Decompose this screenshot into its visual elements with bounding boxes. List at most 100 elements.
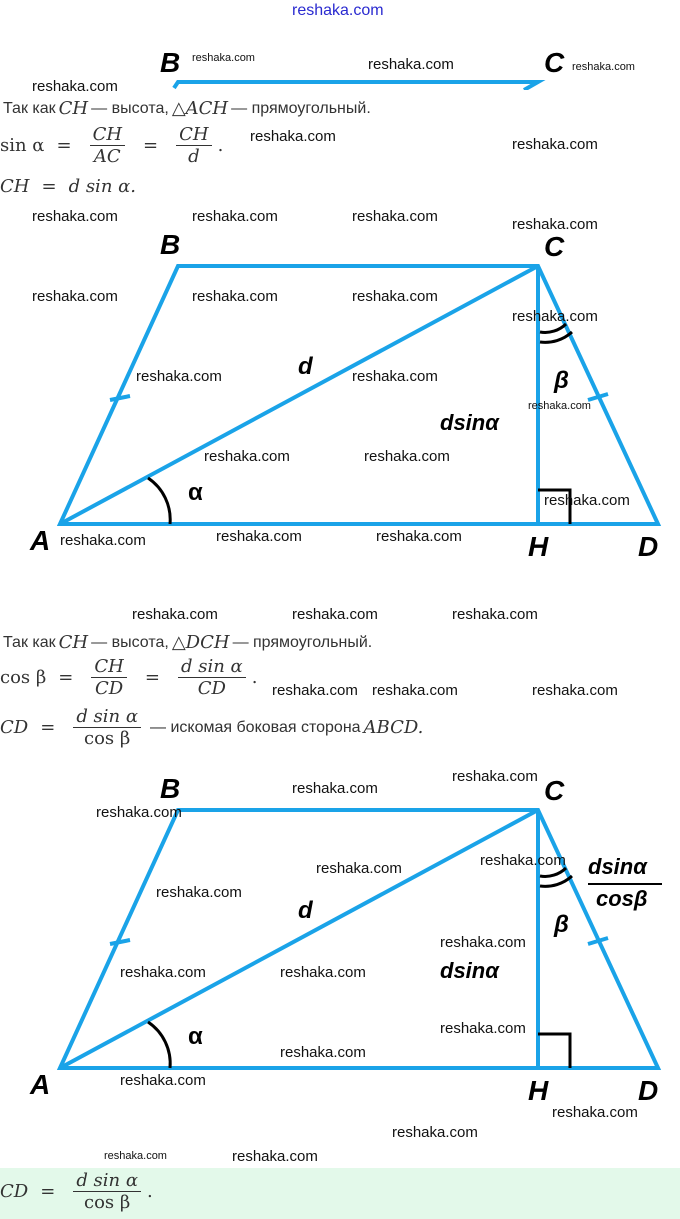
label-d: D bbox=[638, 531, 658, 562]
text: — прямоугольный. bbox=[231, 99, 371, 117]
angle-beta-arc-1 bbox=[539, 322, 568, 334]
label-b: B bbox=[160, 773, 180, 804]
label-d-diagonal: d bbox=[298, 897, 314, 924]
math: ABCD. bbox=[363, 717, 424, 738]
dot: . bbox=[217, 135, 224, 156]
label-d: D bbox=[638, 1075, 658, 1106]
step2-intro: Так как CH — высота, △DCH — прямоугольны… bbox=[0, 632, 375, 653]
watermark: reshaka.com bbox=[192, 208, 278, 225]
tick-ab bbox=[109, 394, 131, 402]
label-a: A bbox=[29, 525, 50, 556]
angle-beta-arc-2 bbox=[539, 330, 574, 344]
text: — прямоугольный. bbox=[232, 633, 373, 651]
watermark: reshaka.com bbox=[572, 61, 635, 73]
equals: = bbox=[56, 135, 72, 156]
watermark: reshaka.com bbox=[232, 1148, 318, 1165]
math-triangle: △DCH bbox=[171, 632, 230, 653]
text: — искомая боковая сторона bbox=[150, 718, 361, 736]
watermark: reshaka.com bbox=[532, 682, 618, 699]
step1-intro: Так как CH — высота, △ACH — прямоугольны… bbox=[0, 98, 374, 119]
text: — высота, bbox=[91, 99, 169, 117]
site-link[interactable]: reshaka.com bbox=[292, 2, 384, 19]
watermark: reshaka.com bbox=[156, 884, 242, 901]
denominator: d bbox=[188, 146, 200, 167]
label-beta: β bbox=[553, 367, 569, 394]
angle-beta-arc-1 bbox=[539, 866, 568, 878]
watermark: reshaka.com bbox=[216, 528, 302, 545]
watermark: reshaka.com bbox=[512, 136, 598, 153]
watermark: reshaka.com bbox=[452, 606, 538, 623]
watermark: reshaka.com bbox=[544, 492, 630, 509]
equals: = bbox=[41, 176, 57, 197]
watermark: reshaka.com bbox=[250, 128, 336, 145]
label-cd-denominator: cosβ bbox=[596, 886, 648, 911]
math-ch: CH bbox=[58, 98, 89, 119]
watermark: reshaka.com bbox=[132, 606, 218, 623]
watermark: reshaka.com bbox=[292, 606, 378, 623]
equals: = bbox=[40, 1181, 56, 1202]
math: cos β bbox=[0, 667, 47, 688]
numerator: d sin α bbox=[73, 1170, 142, 1192]
watermark: reshaka.com bbox=[512, 308, 598, 325]
watermark: reshaka.com bbox=[372, 682, 458, 699]
denominator: cos β bbox=[84, 728, 131, 749]
watermark: reshaka.com bbox=[292, 780, 378, 797]
trapezoid-figure-2: A B C D H d α β dsinα dsinα cosβ bbox=[29, 773, 662, 1106]
equals: = bbox=[40, 717, 56, 738]
denominator: AC bbox=[93, 146, 121, 167]
ch-formula: CH = d sin α. bbox=[0, 176, 136, 197]
label-alpha: α bbox=[188, 479, 203, 506]
watermark: reshaka.com bbox=[96, 804, 182, 821]
watermark: reshaka.com bbox=[192, 288, 278, 305]
numerator: CH bbox=[89, 124, 126, 146]
denominator: cos β bbox=[84, 1192, 131, 1213]
tick-ab bbox=[109, 938, 131, 946]
text: Так как bbox=[3, 633, 56, 651]
label-b: B bbox=[160, 47, 180, 78]
math: CD bbox=[0, 1181, 29, 1202]
watermark: reshaka.com bbox=[32, 78, 118, 95]
diagonal-ac bbox=[59, 808, 539, 1070]
watermark: reshaka.com bbox=[316, 860, 402, 877]
watermark: reshaka.com bbox=[552, 1104, 638, 1121]
label-c: C bbox=[544, 775, 565, 806]
label-b: B bbox=[160, 229, 180, 260]
watermark: reshaka.com bbox=[440, 1020, 526, 1037]
label-beta: β bbox=[553, 911, 569, 938]
watermark: reshaka.com bbox=[204, 448, 290, 465]
watermark: reshaka.com bbox=[376, 528, 462, 545]
watermark: reshaka.com bbox=[192, 52, 255, 64]
angle-alpha-arc bbox=[147, 476, 172, 525]
math-triangle: △ACH bbox=[171, 98, 229, 119]
watermark: reshaka.com bbox=[352, 288, 438, 305]
label-cd-numerator: dsinα bbox=[588, 854, 648, 879]
right-angle-mark bbox=[538, 488, 572, 524]
watermark: reshaka.com bbox=[104, 1150, 167, 1162]
denominator: CD bbox=[197, 678, 226, 699]
watermark: reshaka.com bbox=[60, 532, 146, 549]
math: sin α bbox=[0, 135, 45, 156]
watermark: reshaka.com bbox=[512, 216, 598, 233]
math: CH bbox=[0, 176, 30, 197]
trapezoid-abcd bbox=[56, 808, 662, 1070]
watermark: reshaka.com bbox=[32, 208, 118, 225]
watermark: reshaka.com bbox=[136, 368, 222, 385]
side-bc bbox=[172, 80, 546, 90]
label-alpha: α bbox=[188, 1023, 203, 1050]
watermark: reshaka.com bbox=[272, 682, 358, 699]
watermark: reshaka.com bbox=[480, 852, 566, 869]
denominator: CD bbox=[95, 678, 124, 699]
dot: . bbox=[251, 667, 258, 688]
math: CD bbox=[0, 717, 29, 738]
watermark: reshaka.com bbox=[364, 448, 450, 465]
watermark: reshaka.com bbox=[120, 964, 206, 981]
